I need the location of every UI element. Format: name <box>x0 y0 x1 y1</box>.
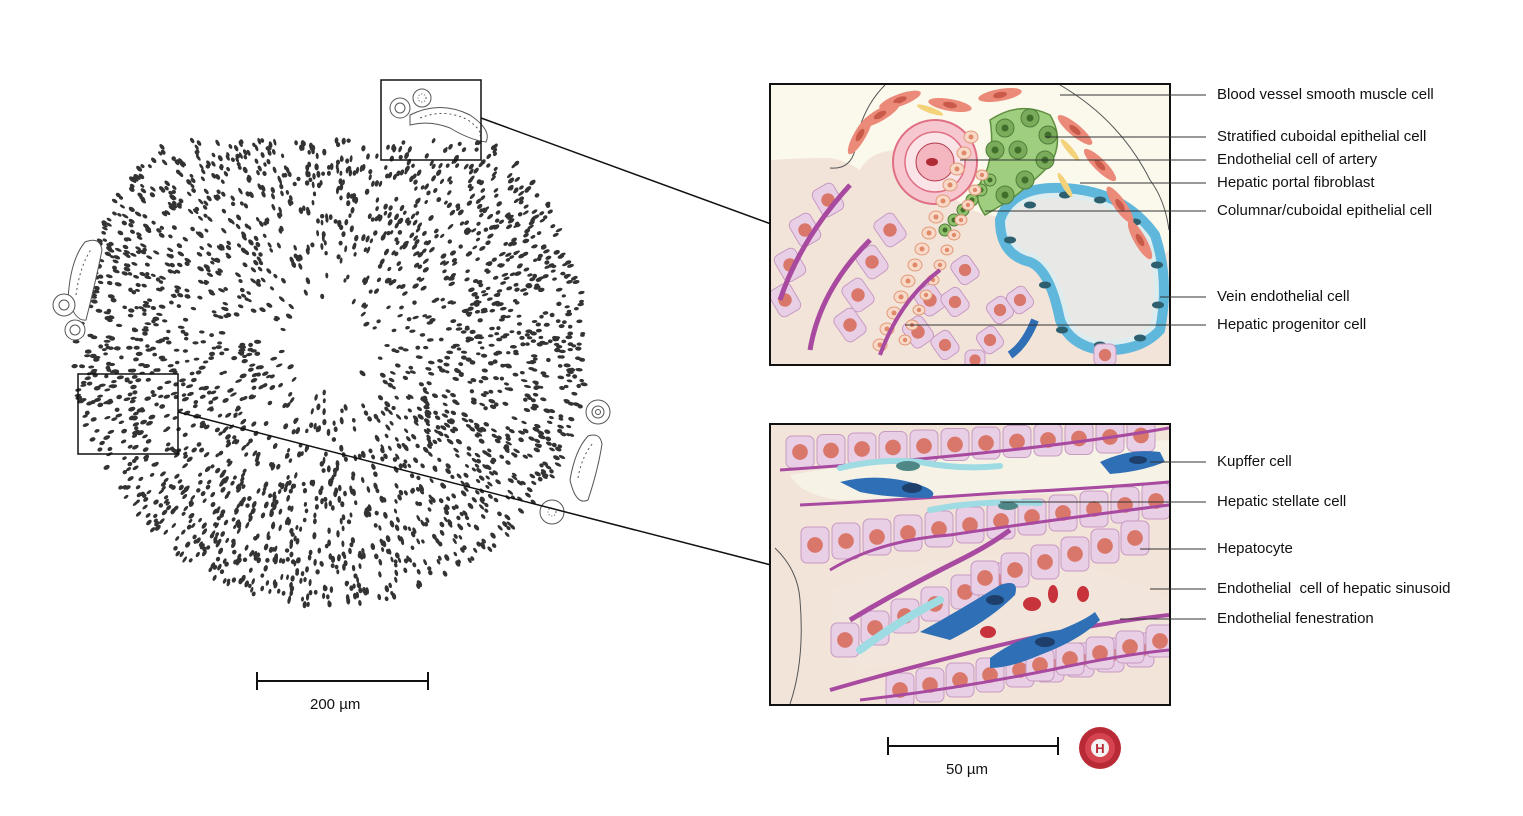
leader-lines <box>905 94 1206 620</box>
liver-lobule <box>71 137 588 609</box>
portal-triad-right <box>539 399 611 525</box>
label-columnar-cuboidal: Columnar/cuboidal epithelial cell <box>1217 202 1433 219</box>
progenitor-ductule <box>872 130 989 352</box>
label-hepatocyte: Hepatocyte <box>1217 540 1293 557</box>
logo-letter: H <box>1095 741 1104 756</box>
connector-bottom <box>177 411 772 566</box>
label-stellate: Hepatic stellate cell <box>1217 493 1347 510</box>
label-progenitor: Hepatic progenitor cell <box>1217 316 1367 333</box>
hepatocytes-top <box>771 182 1117 364</box>
zoom-box-portal <box>380 79 482 161</box>
label-stratified-cuboidal: Stratified cuboidal epithelial cell <box>1217 128 1427 145</box>
bile-duct <box>938 107 1164 349</box>
central-vein <box>302 327 358 361</box>
portal-triad-top <box>389 88 488 143</box>
panel-portal-triad-frame <box>769 83 1171 366</box>
portal-triad-left <box>52 239 103 341</box>
scale-bar-left <box>256 672 429 690</box>
panel-sinusoid <box>771 425 1169 704</box>
label-blood-vessel-smooth-muscle: Blood vessel smooth muscle cell <box>1217 86 1434 103</box>
scale-bar-right <box>887 737 1059 755</box>
label-fenestration: Endothelial fenestration <box>1217 610 1374 627</box>
label-kupffer: Kupffer cell <box>1217 453 1292 470</box>
scale-label-left: 200 µm <box>310 696 361 713</box>
label-endothelial-artery: Endothelial cell of artery <box>1217 151 1378 168</box>
scale-label-right: 50 µm <box>946 761 988 778</box>
label-vein-endothelial: Vein endothelial cell <box>1217 288 1350 305</box>
connector-top <box>480 117 772 225</box>
panel-portal-triad <box>771 85 1169 364</box>
panel-sinusoid-frame <box>769 423 1171 706</box>
label-portal-fibroblast: Hepatic portal fibroblast <box>1217 174 1375 191</box>
hepatocyte-logo: H <box>1079 727 1121 769</box>
zoom-box-lobule <box>77 373 179 455</box>
label-sinusoid-endothelial: Endothelial cell of hepatic sinusoid <box>1217 580 1451 597</box>
